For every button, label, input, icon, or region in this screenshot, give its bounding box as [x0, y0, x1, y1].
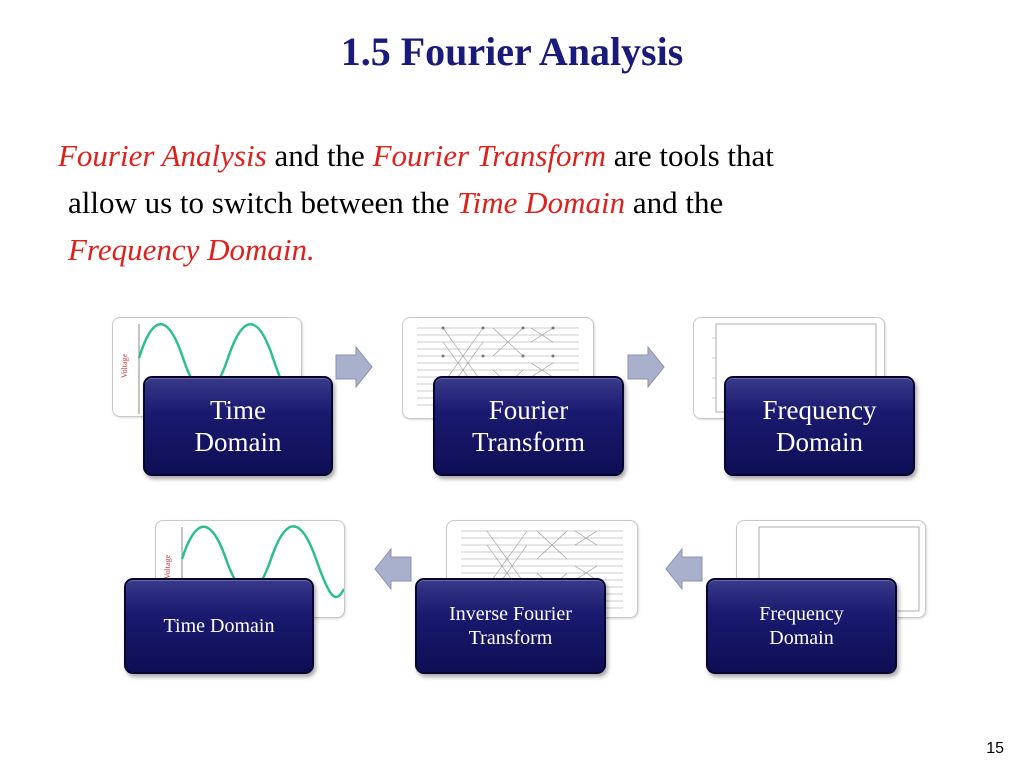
- time-domain-box-2: Time Domain: [124, 578, 314, 674]
- term-time-domain: Time Domain: [457, 185, 626, 220]
- slide-title: 1.5 Fourier Analysis: [340, 29, 684, 74]
- fourier-transform-label: Fourier Transform: [471, 395, 585, 457]
- right-arrow-icon: [335, 345, 373, 389]
- paragraph-line-3: Frequency Domain.: [58, 226, 998, 273]
- inverse-fourier-transform-box: Inverse Fourier Transform: [415, 578, 606, 674]
- fourier-transform-box: Fourier Transform: [433, 376, 624, 476]
- frequency-domain-box-2: Frequency Domain: [706, 578, 897, 674]
- term-fourier-transform: Fourier Transform: [372, 138, 606, 173]
- text-and-the: and the: [266, 138, 373, 173]
- term-fourier-analysis: Fourier Analysis: [58, 138, 267, 173]
- left-arrow-icon: [374, 547, 412, 591]
- paragraph-line-2: allow us to switch between the Time Doma…: [58, 179, 998, 226]
- frequency-domain-label: Frequency Domain: [762, 395, 877, 457]
- term-frequency-domain: Frequency Domain.: [68, 232, 315, 267]
- text-allow-us: allow us to switch between the: [68, 185, 458, 220]
- paragraph-line-1: Fourier Analysis and the Fourier Transfo…: [58, 132, 998, 179]
- voltage-label: Voltage: [120, 353, 129, 378]
- inverse-fourier-transform-label: Inverse Fourier Transform: [449, 603, 572, 649]
- page-number: 15: [986, 740, 1004, 757]
- time-domain-label: Time Domain: [194, 395, 282, 457]
- frequency-domain-box: Frequency Domain: [724, 376, 915, 476]
- time-domain-label-2: Time Domain: [163, 615, 275, 637]
- text-are-tools: are tools that: [606, 138, 774, 173]
- voltage-label-2: Voltage: [163, 554, 172, 579]
- text-and-the-2: and the: [625, 185, 724, 220]
- time-domain-box: Time Domain: [143, 376, 333, 476]
- right-arrow-icon: [627, 345, 665, 389]
- intro-paragraph: Fourier Analysis and the Fourier Transfo…: [58, 132, 998, 273]
- frequency-domain-label-2: Frequency Domain: [759, 603, 844, 649]
- left-arrow-icon: [665, 547, 703, 591]
